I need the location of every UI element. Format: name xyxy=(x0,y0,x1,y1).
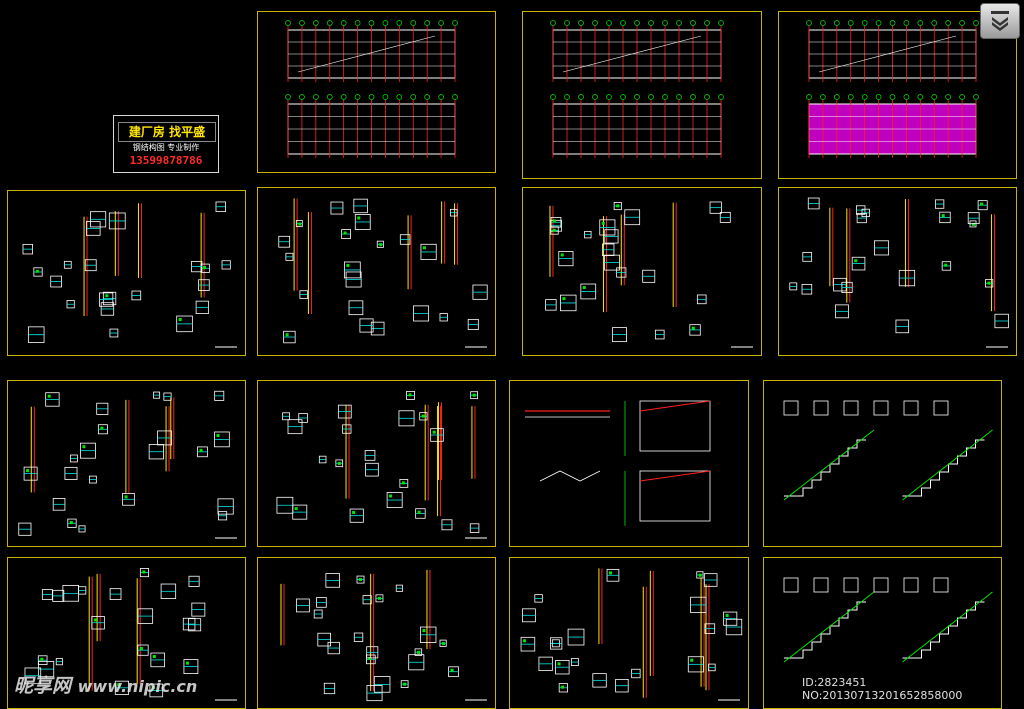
title-block: 建厂房 找平盛 钢结构图 专业制作 13599878786 xyxy=(113,115,219,173)
drawing-content xyxy=(520,568,743,701)
drawing-sheet-details-3[interactable] xyxy=(522,187,762,356)
drawing-content xyxy=(285,20,458,158)
watermark: 昵享网 www.nipic.cn xyxy=(14,671,197,698)
drawing-content xyxy=(24,568,237,701)
drawing-content xyxy=(789,197,1009,348)
drawing-content xyxy=(806,20,979,158)
drawing-sheet-details-9[interactable] xyxy=(509,557,749,709)
scroll-down-button[interactable] xyxy=(980,3,1020,39)
drawing-content xyxy=(278,198,488,348)
drawing-sheet-details-4[interactable] xyxy=(778,187,1017,356)
double-chevron-down-icon xyxy=(991,11,1009,31)
drawing-content xyxy=(783,577,993,663)
drawing-sheet-details-8[interactable] xyxy=(257,557,496,709)
title-block-heading: 建厂房 找平盛 xyxy=(118,122,216,142)
drawing-sheet-stairs-1[interactable] xyxy=(763,380,1002,547)
drawing-content xyxy=(280,569,487,702)
drawing-sheet-details-6[interactable] xyxy=(257,380,496,547)
drawing-sheet-sections[interactable] xyxy=(509,380,749,547)
title-block-phone: 13599878786 xyxy=(129,154,203,167)
drawing-content xyxy=(276,390,487,539)
watermark-brand: 昵享网 xyxy=(14,675,72,697)
drawing-content xyxy=(18,390,237,539)
drawing-content xyxy=(525,400,711,526)
drawing-sheet-grid-plan[interactable] xyxy=(778,11,1017,179)
drawing-sheet-details-7[interactable] xyxy=(7,557,246,709)
drawing-content xyxy=(783,400,993,501)
image-id-text: ID:2823451 NO:20130713201652858000 xyxy=(802,676,963,702)
title-block-subtitle: 钢结构图 专业制作 xyxy=(132,143,200,152)
drawing-sheet-details-2[interactable] xyxy=(257,187,496,356)
drawing-content xyxy=(545,201,753,348)
drawing-content xyxy=(550,20,724,158)
drawing-sheet-details-1[interactable] xyxy=(7,190,246,356)
drawing-content xyxy=(22,201,237,348)
watermark-site: www.nipic.cn xyxy=(77,677,198,696)
drawing-sheet-details-5[interactable] xyxy=(7,380,246,547)
drawing-sheet-site-plan[interactable] xyxy=(257,11,496,173)
drawing-sheet-floor-plan[interactable] xyxy=(522,11,762,179)
